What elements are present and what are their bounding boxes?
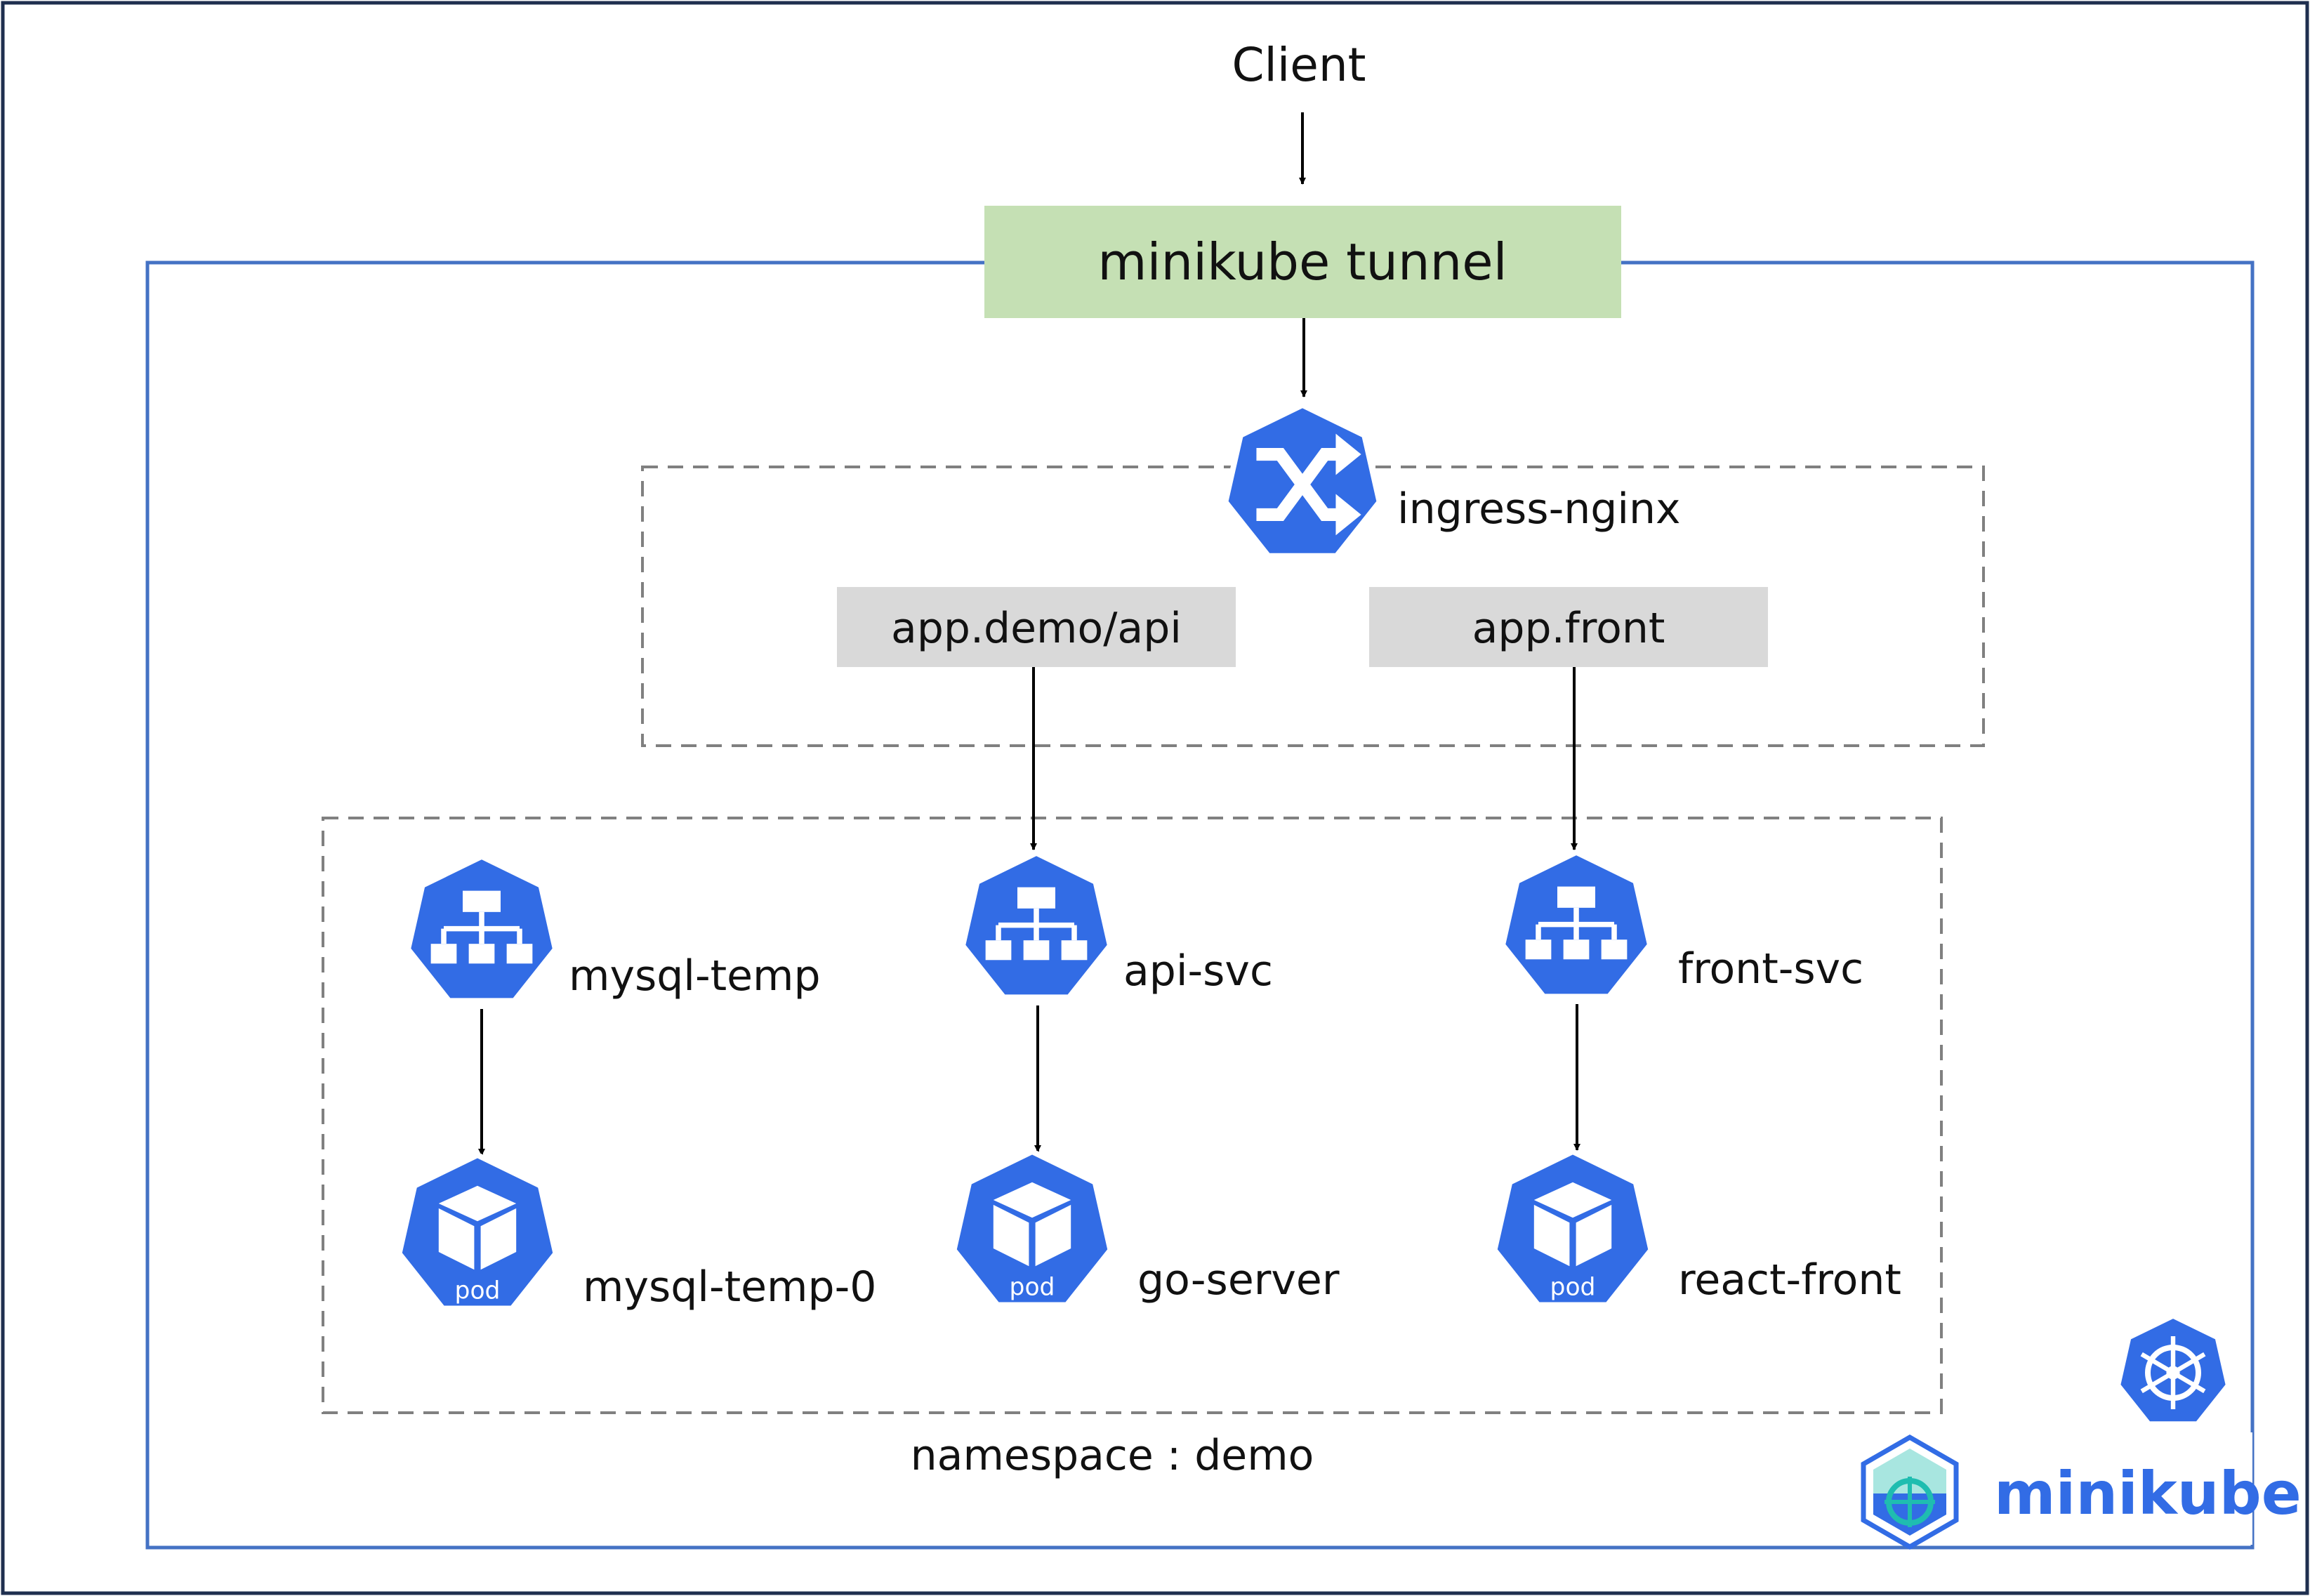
- pod-badge: pod: [1550, 1274, 1596, 1302]
- tunnel-box: [984, 206, 1621, 318]
- ingress-label: ingress-nginx: [1397, 484, 1681, 534]
- tunnel-label: minikube tunnel: [1097, 232, 1507, 291]
- minikube-logo-icon: [1861, 1434, 1959, 1550]
- service-icon-front-svc: [1503, 852, 1650, 996]
- pod-label-mysql-temp-0: mysql-temp-0: [583, 1262, 876, 1312]
- service-label-api-svc: api-svc: [1123, 947, 1273, 996]
- pod-badge: pod: [455, 1277, 501, 1305]
- ingress-rule-api-label: app.demo/api: [891, 604, 1182, 653]
- namespace-boundary: [322, 817, 1943, 1414]
- minikube-logo-text: minikube: [1994, 1459, 2302, 1528]
- pod-label-go-server: go-server: [1137, 1255, 1340, 1305]
- pod-label-react-front: react-front: [1678, 1255, 1901, 1305]
- ingress-rule-api: [837, 587, 1236, 667]
- namespace-label: namespace : demo: [911, 1431, 1314, 1480]
- service-icon-mysql-temp: [408, 857, 555, 1001]
- client-label: Client: [1232, 38, 1366, 92]
- pod-icon-go-server: pod: [953, 1152, 1110, 1305]
- ingress-rule-front-label: app.front: [1472, 604, 1665, 653]
- ingress-shuffle-icon: [1225, 405, 1379, 556]
- service-label-mysql-temp: mysql-temp: [569, 951, 821, 1001]
- pod-icon-react-front: pod: [1494, 1152, 1651, 1305]
- pod-icon-mysql-temp-0: pod: [399, 1155, 555, 1309]
- ingress-rule-front: [1369, 587, 1768, 667]
- service-label-front-svc: front-svc: [1678, 944, 1863, 994]
- kubernetes-wheel-icon: [2118, 1317, 2227, 1423]
- service-icon-api-svc: [963, 853, 1110, 997]
- pod-badge: pod: [1010, 1274, 1055, 1302]
